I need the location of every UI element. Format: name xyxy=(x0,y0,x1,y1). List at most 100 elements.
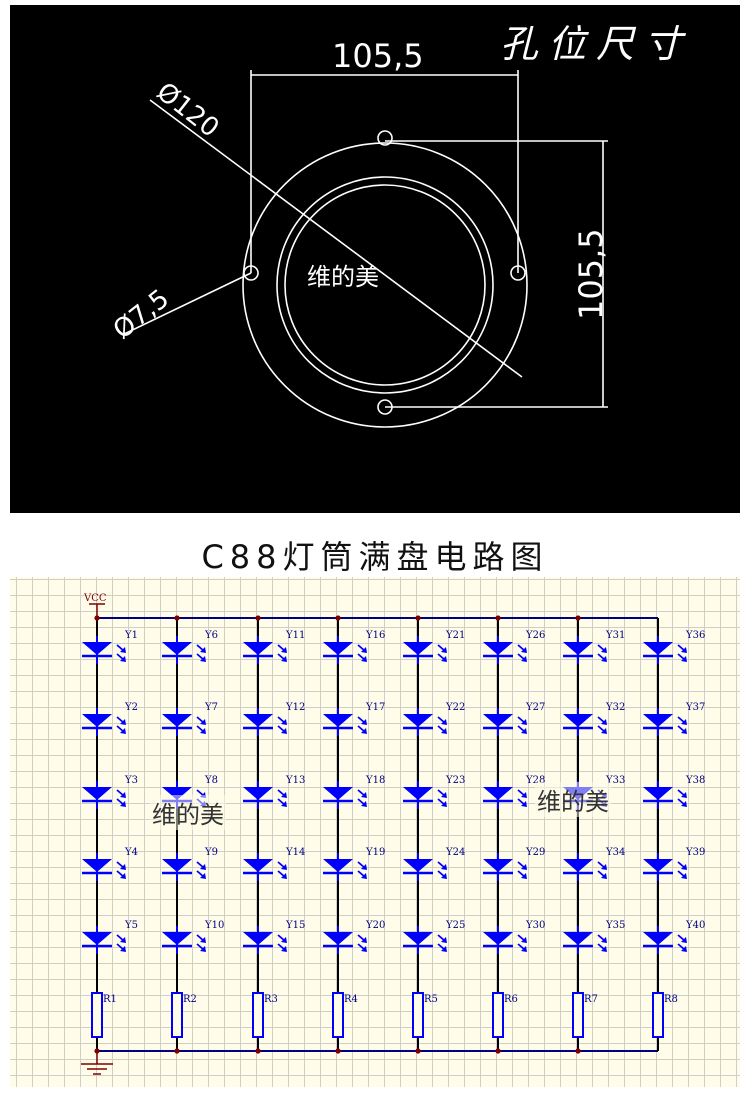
cad-title: 孔位尺寸 xyxy=(500,22,693,66)
resistor-r8: R8 xyxy=(652,992,678,1038)
led-y28: Y28 xyxy=(483,775,545,809)
dimension-horizontal: 105,5 xyxy=(332,37,424,75)
led-y21: Y21 xyxy=(403,630,465,664)
led-y20: Y20 xyxy=(323,920,385,954)
resistor-label: R3 xyxy=(264,994,278,1005)
led-y25: Y25 xyxy=(403,920,465,954)
dimension-hole-diameter: Ø7,5 xyxy=(108,284,175,346)
led-y1: Y1 xyxy=(82,630,138,664)
led-y17: Y17 xyxy=(323,702,385,736)
led-label: Y11 xyxy=(285,630,305,641)
led-label: Y20 xyxy=(365,920,385,931)
led-label: Y8 xyxy=(204,775,218,786)
led-y40: Y40 xyxy=(643,920,705,954)
led-label: Y23 xyxy=(445,775,465,786)
led-y6: Y6 xyxy=(162,630,218,664)
resistor-label: R4 xyxy=(344,994,358,1005)
resistor-r6: R6 xyxy=(492,992,518,1038)
watermark-left: 维的美 xyxy=(150,795,226,830)
resistor-r3: R3 xyxy=(252,992,278,1038)
led-label: Y34 xyxy=(605,847,625,858)
resistor-r2: R2 xyxy=(171,992,197,1038)
led-y18: Y18 xyxy=(323,775,385,809)
led-label: Y39 xyxy=(685,847,705,858)
led-y32: Y32 xyxy=(563,702,625,736)
resistor-label: R7 xyxy=(584,994,598,1005)
led-y2: Y2 xyxy=(82,702,138,736)
dimension-vertical: 105,5 xyxy=(572,228,610,320)
resistor-label: R2 xyxy=(183,994,197,1005)
resistor-label: R6 xyxy=(504,994,518,1005)
led-label: Y19 xyxy=(365,847,385,858)
led-y4: Y4 xyxy=(82,847,138,881)
led-y30: Y30 xyxy=(483,920,545,954)
led-y37: Y37 xyxy=(643,702,705,736)
resistor-r4: R4 xyxy=(332,992,358,1038)
led-y5: Y5 xyxy=(82,920,138,954)
led-label: Y13 xyxy=(285,775,305,786)
led-label: Y26 xyxy=(525,630,545,641)
led-y9: Y9 xyxy=(162,847,218,881)
cad-drawing-lines: 105,5 105,5 Ø120 Ø7,5 维的美 xyxy=(108,37,610,428)
watermark-text: 维的美 xyxy=(307,263,379,291)
led-label: Y14 xyxy=(285,847,305,858)
led-label: Y4 xyxy=(124,847,138,858)
led-label: Y36 xyxy=(685,630,705,641)
resistor-r7: R7 xyxy=(572,992,598,1038)
ground-icon xyxy=(81,1051,113,1075)
resistor-label: R5 xyxy=(424,994,438,1005)
led-label: Y18 xyxy=(365,775,385,786)
led-label: Y5 xyxy=(124,920,138,931)
resistor-r1: R1 xyxy=(91,992,117,1038)
led-y10: Y10 xyxy=(162,920,224,954)
led-label: Y21 xyxy=(445,630,465,641)
led-label: Y40 xyxy=(685,920,705,931)
led-label: Y6 xyxy=(204,630,218,641)
led-y29: Y29 xyxy=(483,847,545,881)
led-label: Y7 xyxy=(204,702,218,713)
led-label: Y32 xyxy=(605,702,625,713)
led-label: Y30 xyxy=(525,920,545,931)
led-label: Y3 xyxy=(124,775,138,786)
led-y11: Y11 xyxy=(243,630,305,664)
led-y7: Y7 xyxy=(162,702,218,736)
cad-hole-dimension-drawing: 105,5 105,5 Ø120 Ø7,5 维的美 孔位尺寸 xyxy=(10,5,740,513)
vcc-label: VCC xyxy=(83,593,107,604)
led-label: Y25 xyxy=(445,920,465,931)
led-label: Y22 xyxy=(445,702,465,713)
led-label: Y28 xyxy=(525,775,545,786)
led-label: Y17 xyxy=(365,702,385,713)
led-y27: Y27 xyxy=(483,702,545,736)
led-label: Y27 xyxy=(525,702,545,713)
led-label: Y37 xyxy=(685,702,705,713)
led-label: Y38 xyxy=(685,775,705,786)
dimension-outer-diameter: Ø120 xyxy=(151,77,225,144)
led-y35: Y35 xyxy=(563,920,625,954)
led-label: Y16 xyxy=(365,630,385,641)
led-label: Y9 xyxy=(204,847,218,858)
led-y38: Y38 xyxy=(643,775,705,809)
led-y12: Y12 xyxy=(243,702,305,736)
led-y36: Y36 xyxy=(643,630,705,664)
resistor-label: R8 xyxy=(664,994,678,1005)
led-y26: Y26 xyxy=(483,630,545,664)
led-y14: Y14 xyxy=(243,847,305,881)
resistor-r5: R5 xyxy=(412,992,438,1038)
led-label: Y33 xyxy=(605,775,625,786)
led-y3: Y3 xyxy=(82,775,138,809)
led-y23: Y23 xyxy=(403,775,465,809)
led-y15: Y15 xyxy=(243,920,305,954)
led-y31: Y31 xyxy=(563,630,625,664)
led-label: Y15 xyxy=(285,920,305,931)
watermark-right: 维的美 xyxy=(535,782,611,817)
